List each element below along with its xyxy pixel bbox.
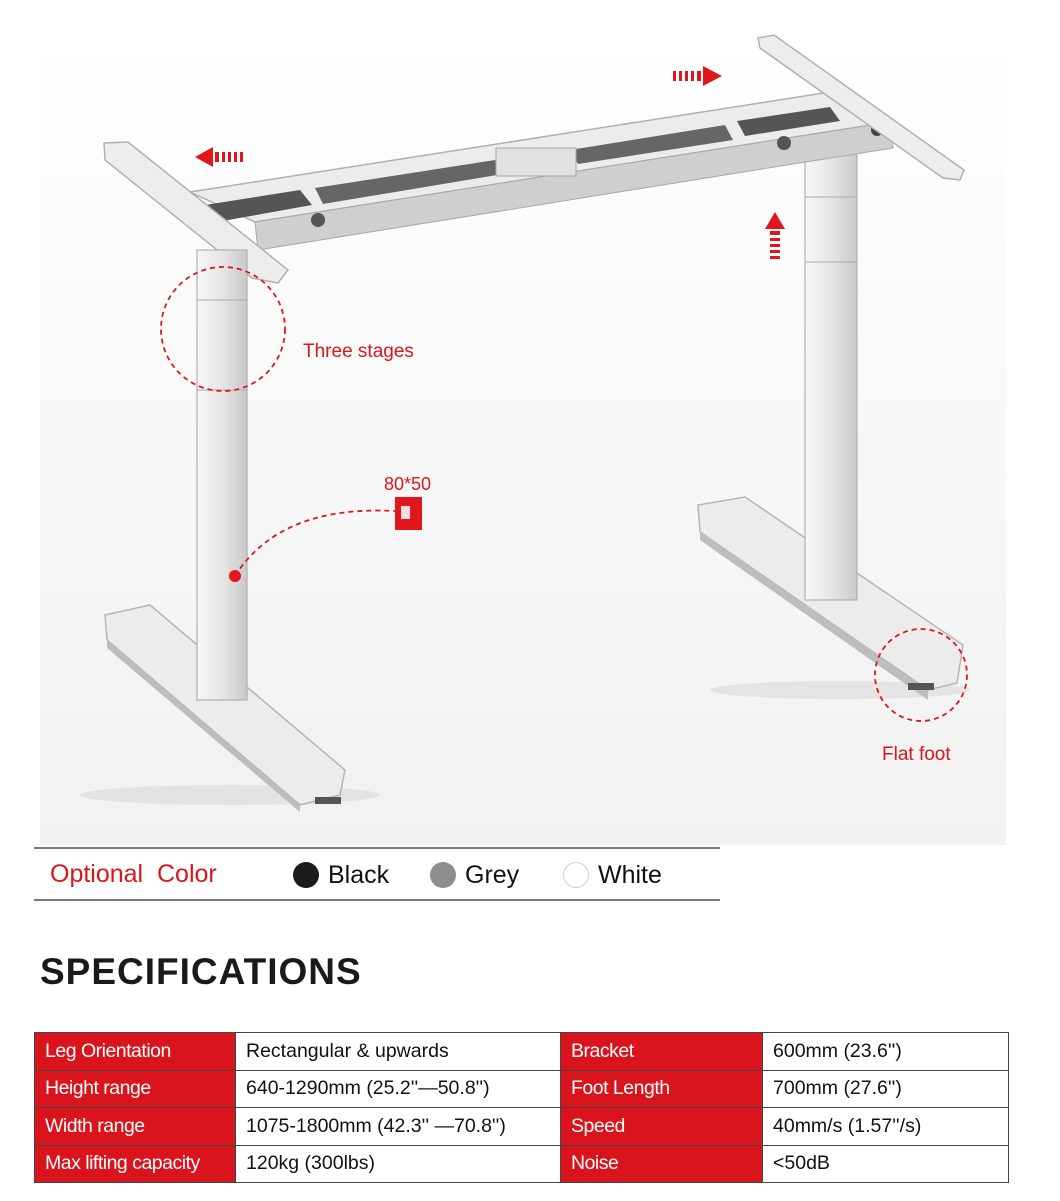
color-name: Black bbox=[328, 860, 390, 889]
arrow-up-icon bbox=[765, 212, 785, 259]
spec-value: 1075-1800mm (42.3'' —70.8'') bbox=[235, 1107, 561, 1146]
spec-value: 600mm (23.6'') bbox=[762, 1032, 1009, 1071]
spec-key: Noise bbox=[560, 1144, 763, 1183]
spec-key: Foot Length bbox=[560, 1069, 763, 1108]
specifications-heading: SPECIFICATIONS bbox=[40, 951, 362, 992]
spec-value: 640-1290mm (25.2''—50.8'') bbox=[235, 1069, 561, 1108]
arrow-right-icon bbox=[673, 66, 722, 86]
spec-value: <50dB bbox=[762, 1144, 1009, 1183]
table-row: Max lifting capacity 120kg (300lbs) Nois… bbox=[34, 1144, 1009, 1183]
color-name: White bbox=[598, 860, 662, 889]
spec-value: 40mm/s (1.57''/s) bbox=[762, 1107, 1009, 1146]
spec-key: Leg Orientation bbox=[34, 1032, 236, 1071]
spec-key: Width range bbox=[34, 1107, 236, 1146]
specifications-table: Leg Orientation Rectangular & upwards Br… bbox=[34, 1032, 1009, 1183]
table-row: Width range 1075-1800mm (42.3'' —70.8'')… bbox=[34, 1107, 1009, 1146]
flat-foot-label: Flat foot bbox=[882, 744, 951, 765]
spec-value: 700mm (27.6'') bbox=[762, 1069, 1009, 1108]
optional-color-label: Optional Color bbox=[50, 860, 217, 888]
profile-size-label: 80*50 bbox=[384, 474, 432, 494]
spec-value: 120kg (300lbs) bbox=[235, 1144, 561, 1183]
table-row: Leg Orientation Rectangular & upwards Br… bbox=[34, 1032, 1009, 1071]
table-row: Height range 640-1290mm (25.2''—50.8'') … bbox=[34, 1069, 1009, 1108]
spec-key: Bracket bbox=[560, 1032, 763, 1071]
spec-key: Height range bbox=[34, 1069, 236, 1108]
divider bbox=[34, 899, 720, 901]
three-stages-label: Three stages bbox=[303, 341, 414, 362]
color-option-grey: Grey bbox=[430, 858, 519, 892]
spec-key: Max lifting capacity bbox=[34, 1144, 236, 1183]
color-option-white: White bbox=[563, 858, 662, 892]
black-swatch-icon bbox=[293, 862, 319, 888]
spec-value: Rectangular & upwards bbox=[235, 1032, 561, 1071]
desk-frame-illustration bbox=[40, 30, 1006, 845]
color-name: Grey bbox=[465, 860, 520, 889]
color-option-black: Black bbox=[293, 858, 389, 892]
white-swatch-icon bbox=[563, 862, 589, 888]
divider bbox=[34, 847, 720, 849]
spec-key: Speed bbox=[560, 1107, 763, 1146]
arrow-left-icon bbox=[195, 147, 243, 167]
grey-swatch-icon bbox=[430, 862, 456, 888]
